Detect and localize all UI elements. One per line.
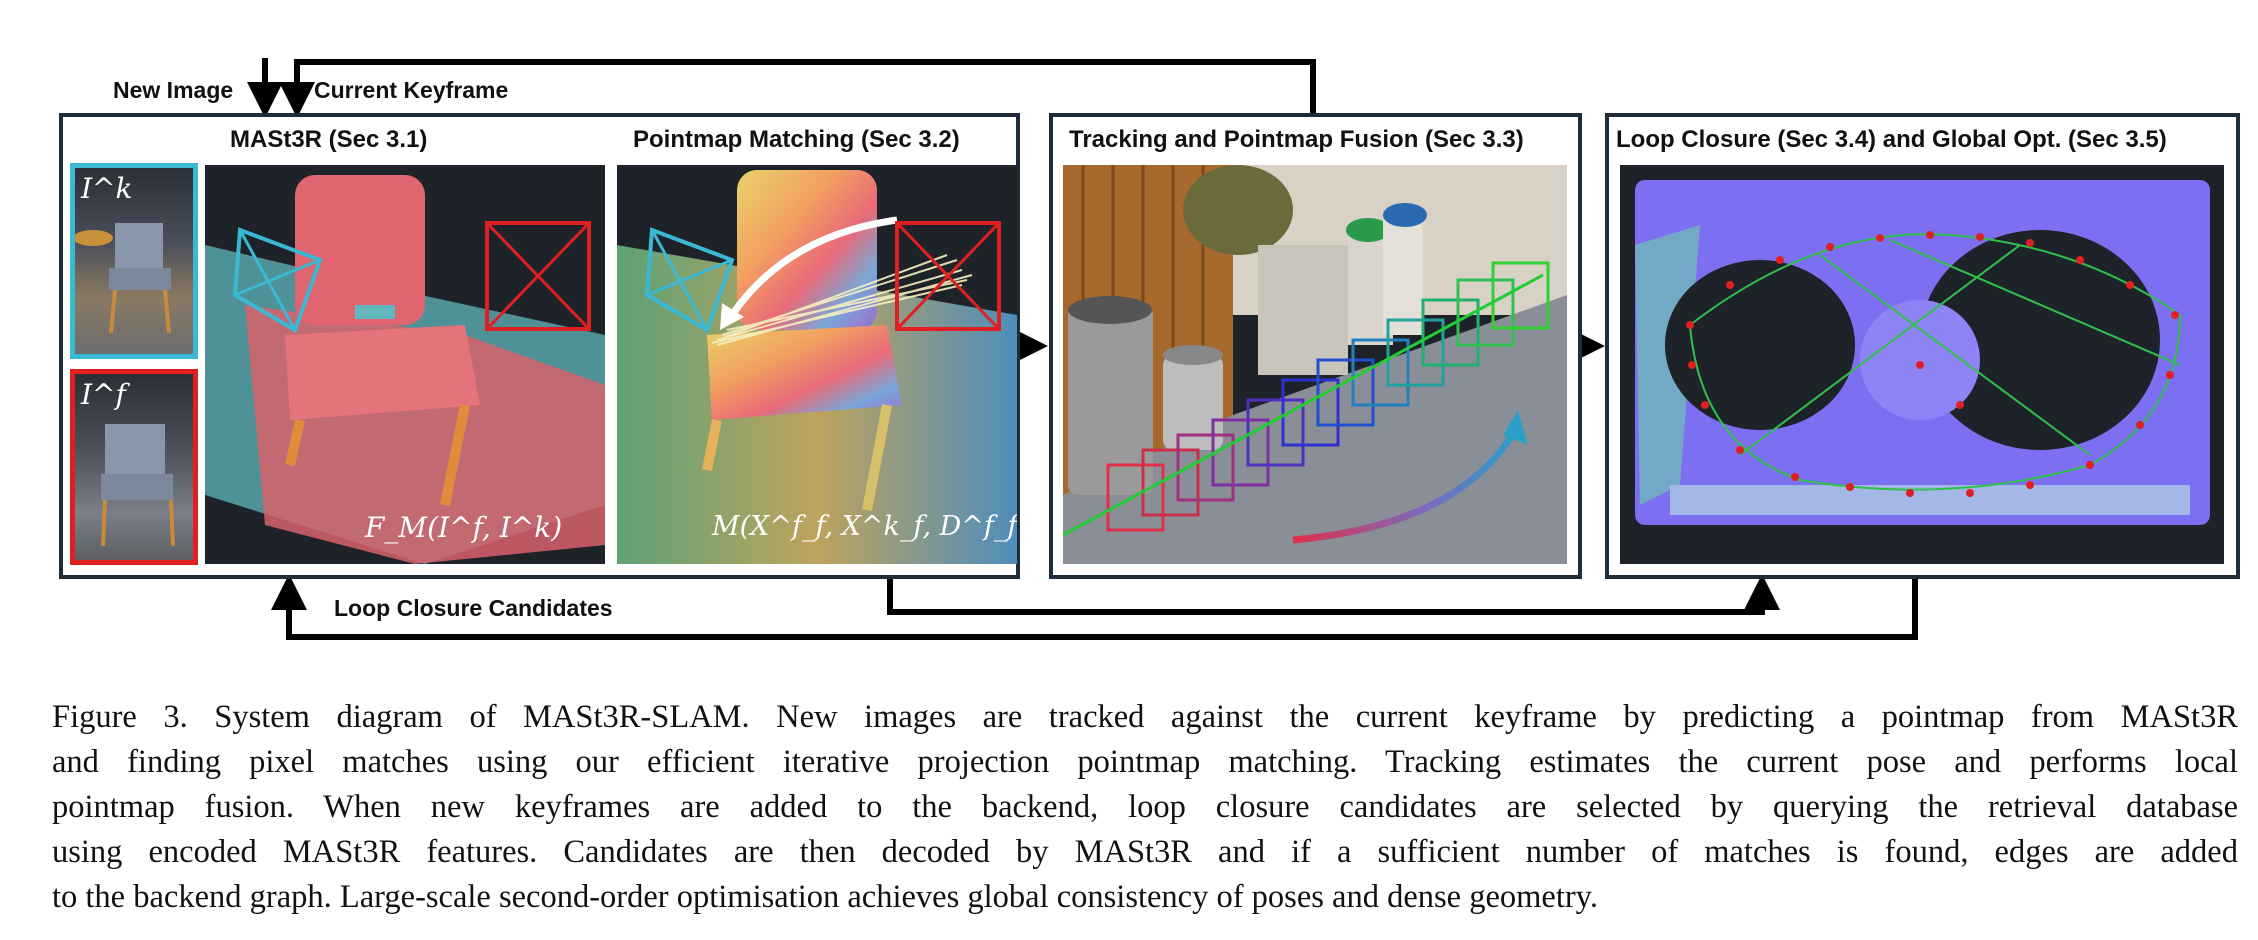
optimisation-arrow (729, 216, 898, 317)
loop-candidates-arrow (271, 574, 1918, 640)
tracking-render (1063, 165, 1567, 564)
motion-arrow (1292, 423, 1522, 544)
caption-line: and finding pixel matches using our effi… (52, 744, 2238, 780)
mast3r-formula: F_M(I^f, I^k) (365, 511, 563, 544)
frame-camera-icon (895, 221, 1001, 331)
matching-render (617, 170, 1017, 564)
loop-candidates-label: Loop Closure Candidates (334, 595, 613, 621)
current-keyframe-label: Current Keyframe (314, 77, 509, 103)
matching-formula: M(X^f_f, X^k_f, D^f_f, D^k_f) (712, 511, 1017, 542)
keyframe-poses (1686, 231, 2179, 497)
loop-closure-edges (1689, 233, 2181, 491)
matching-title: Pointmap Matching (Sec 3.2) (633, 126, 960, 153)
caption-line: to the backend graph. Large-scale second… (52, 879, 1598, 915)
loop-closure-image (1620, 165, 2224, 564)
keyframe-symbol: I^k (81, 172, 133, 205)
tracking-title: Tracking and Pointmap Fusion (Sec 3.3) (1069, 126, 1524, 153)
tracking-image (1063, 165, 1567, 564)
chair-icon (101, 424, 175, 547)
global-map-render (1635, 180, 2210, 525)
frame-symbol: I^f (81, 378, 126, 411)
flow-arrows (247, 58, 1918, 640)
frame-thumbnail: I^f (70, 369, 198, 565)
new-image-label: New Image (113, 77, 234, 103)
figure-caption: Figure 3. System diagram of MASt3R-SLAM.… (52, 695, 2238, 920)
match-lines (711, 254, 973, 346)
mast3r-pointmap-image: F_M(I^f, I^k) (205, 165, 605, 564)
keyframe-thumbnail: I^k (70, 163, 198, 359)
caption-line: pointmap fusion. When new keyframes are … (52, 789, 2238, 825)
caption-line: Figure 3. System diagram of MASt3R-SLAM.… (52, 699, 2238, 735)
camera-trajectory (1063, 261, 1550, 537)
frame-camera-icon (485, 221, 591, 331)
loop-closure-title: Loop Closure (Sec 3.4) and Global Opt. (… (1616, 126, 2167, 153)
mast3r-title: MASt3R (Sec 3.1) (230, 126, 428, 153)
chair-icon (75, 223, 171, 334)
pointmap-render (205, 175, 605, 564)
tracking-to-loop-bottom-arrow (887, 574, 1780, 615)
matching-image: M(X^f_f, X^k_f, D^f_f, D^k_f) (617, 165, 1017, 564)
caption-line: using encoded MASt3R features. Candidate… (52, 834, 2238, 870)
current-keyframe-arrow (279, 59, 1316, 118)
